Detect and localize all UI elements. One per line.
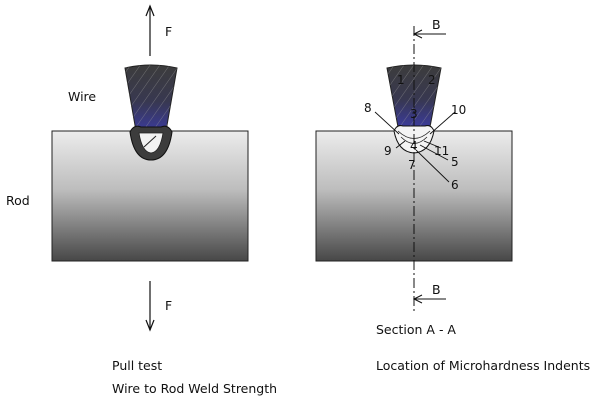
wire-label: Wire [68, 89, 96, 104]
weld-left [129, 125, 173, 161]
indent-number-1: 1 [397, 73, 405, 87]
indent-number-8: 8 [364, 101, 372, 115]
wire-left [124, 64, 178, 132]
indent-number-5: 5 [451, 155, 459, 169]
caption-weld-strength: Wire to Rod Weld Strength [112, 381, 277, 396]
caption-pull-test: Pull test [112, 358, 162, 373]
indent-number-9: 9 [384, 144, 392, 158]
rod-label: Rod [6, 193, 30, 208]
section-title: Section A - A [376, 322, 456, 337]
section-marker-top [412, 29, 446, 39]
wire-right [386, 64, 442, 128]
indent-number-3: 3 [410, 107, 418, 121]
section-label-bottom: B [432, 282, 441, 297]
force-label-bottom: F [165, 298, 172, 313]
force-arrow-bottom [145, 281, 155, 332]
indent-number-4: 4 [410, 139, 418, 153]
indent-number-6: 6 [451, 178, 459, 192]
indent-number-2: 2 [428, 73, 436, 87]
indent-number-10: 10 [451, 103, 466, 117]
section-label-top: B [432, 17, 441, 32]
indent-number-7: 7 [408, 158, 416, 172]
section-marker-bottom [412, 294, 446, 304]
indent-leaders [374, 111, 456, 183]
force-arrow-top [145, 4, 155, 56]
force-label-top: F [165, 24, 172, 39]
caption-microhardness: Location of Microhardness Indents [376, 358, 590, 373]
indent-number-11: 11 [434, 144, 449, 158]
